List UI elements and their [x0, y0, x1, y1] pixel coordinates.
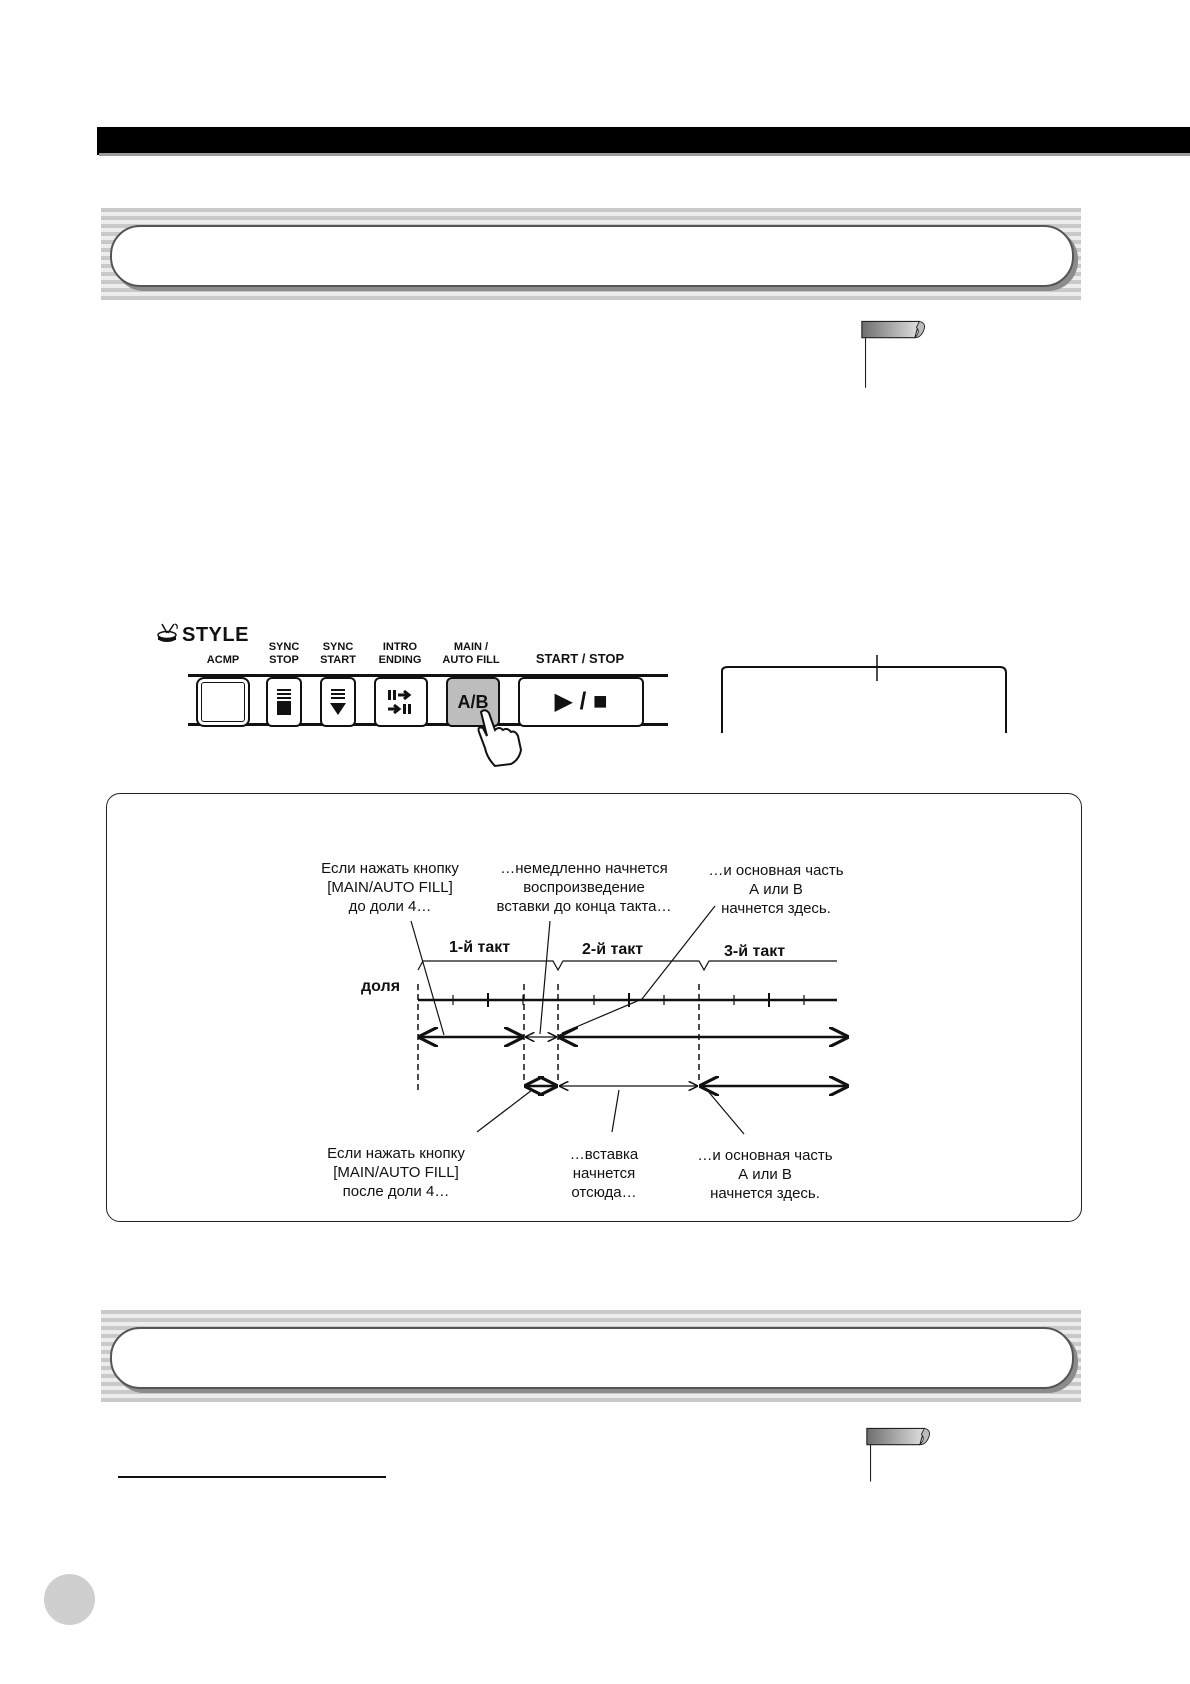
note-tab-icon-2: [866, 1427, 931, 1482]
section-title-pill-1: [110, 225, 1074, 287]
top-middle-caption: …немедленно начнется воспроизведение вст…: [496, 860, 672, 915]
display-callout-bracket: [721, 655, 1007, 733]
note-tab-icon-1: [861, 320, 926, 388]
measure-3-label: 3-й такт: [724, 943, 786, 960]
bottom-right-caption: …и основная часть А или В начнется здесь…: [697, 1147, 833, 1202]
intro-ending-icon: [388, 689, 412, 715]
main-auto-fill-label: MAIN /AUTO FILL: [442, 641, 500, 666]
sync-start-button[interactable]: [320, 677, 356, 727]
measure-1-label: 1-й такт: [449, 939, 511, 956]
subheading-underline: [118, 1476, 386, 1478]
chapter-header-bar: [97, 127, 1190, 155]
section-banner-1: [101, 208, 1081, 300]
sync-start-icon: [330, 689, 346, 715]
page-number-badge: [44, 1574, 95, 1625]
bottom-left-caption: Если нажать кнопку [MAIN/AUTO FILL] посл…: [327, 1145, 465, 1200]
top-right-caption: …и основная часть А или В начнется здесь…: [708, 862, 844, 917]
pointing-hand-icon: [477, 709, 523, 768]
sync-stop-button[interactable]: [266, 677, 302, 727]
fill-in-timing-diagram: Если нажать кнопку [MAIN/AUTO FILL] до д…: [106, 793, 1082, 1222]
acmp-label: ACMP: [206, 654, 240, 666]
panel-rail-top: [188, 674, 668, 677]
measure-2-label: 2-й такт: [582, 941, 644, 958]
sync-stop-icon: [277, 689, 291, 715]
start-stop-label: START / STOP: [535, 651, 625, 666]
drum-icon: [157, 623, 178, 642]
acmp-button[interactable]: [196, 677, 250, 727]
beat-label: доля: [361, 978, 401, 995]
start-stop-button[interactable]: ▶ / ■: [518, 677, 644, 727]
panel-rail-bottom: [188, 723, 668, 726]
section-title-pill-2: [110, 1327, 1074, 1389]
chapter-header-shadow: [99, 153, 1190, 156]
section-banner-2: [101, 1310, 1081, 1402]
main-auto-fill-ab-button[interactable]: A/B: [446, 677, 500, 727]
timing-chart: [410, 905, 1081, 1135]
intro-ending-button[interactable]: [374, 677, 428, 727]
bottom-middle-caption: …вставка начнется отсюда…: [569, 1146, 639, 1201]
top-left-caption: Если нажать кнопку [MAIN/AUTO FILL] до д…: [321, 860, 459, 915]
style-brand-label: STYLE: [182, 624, 249, 646]
